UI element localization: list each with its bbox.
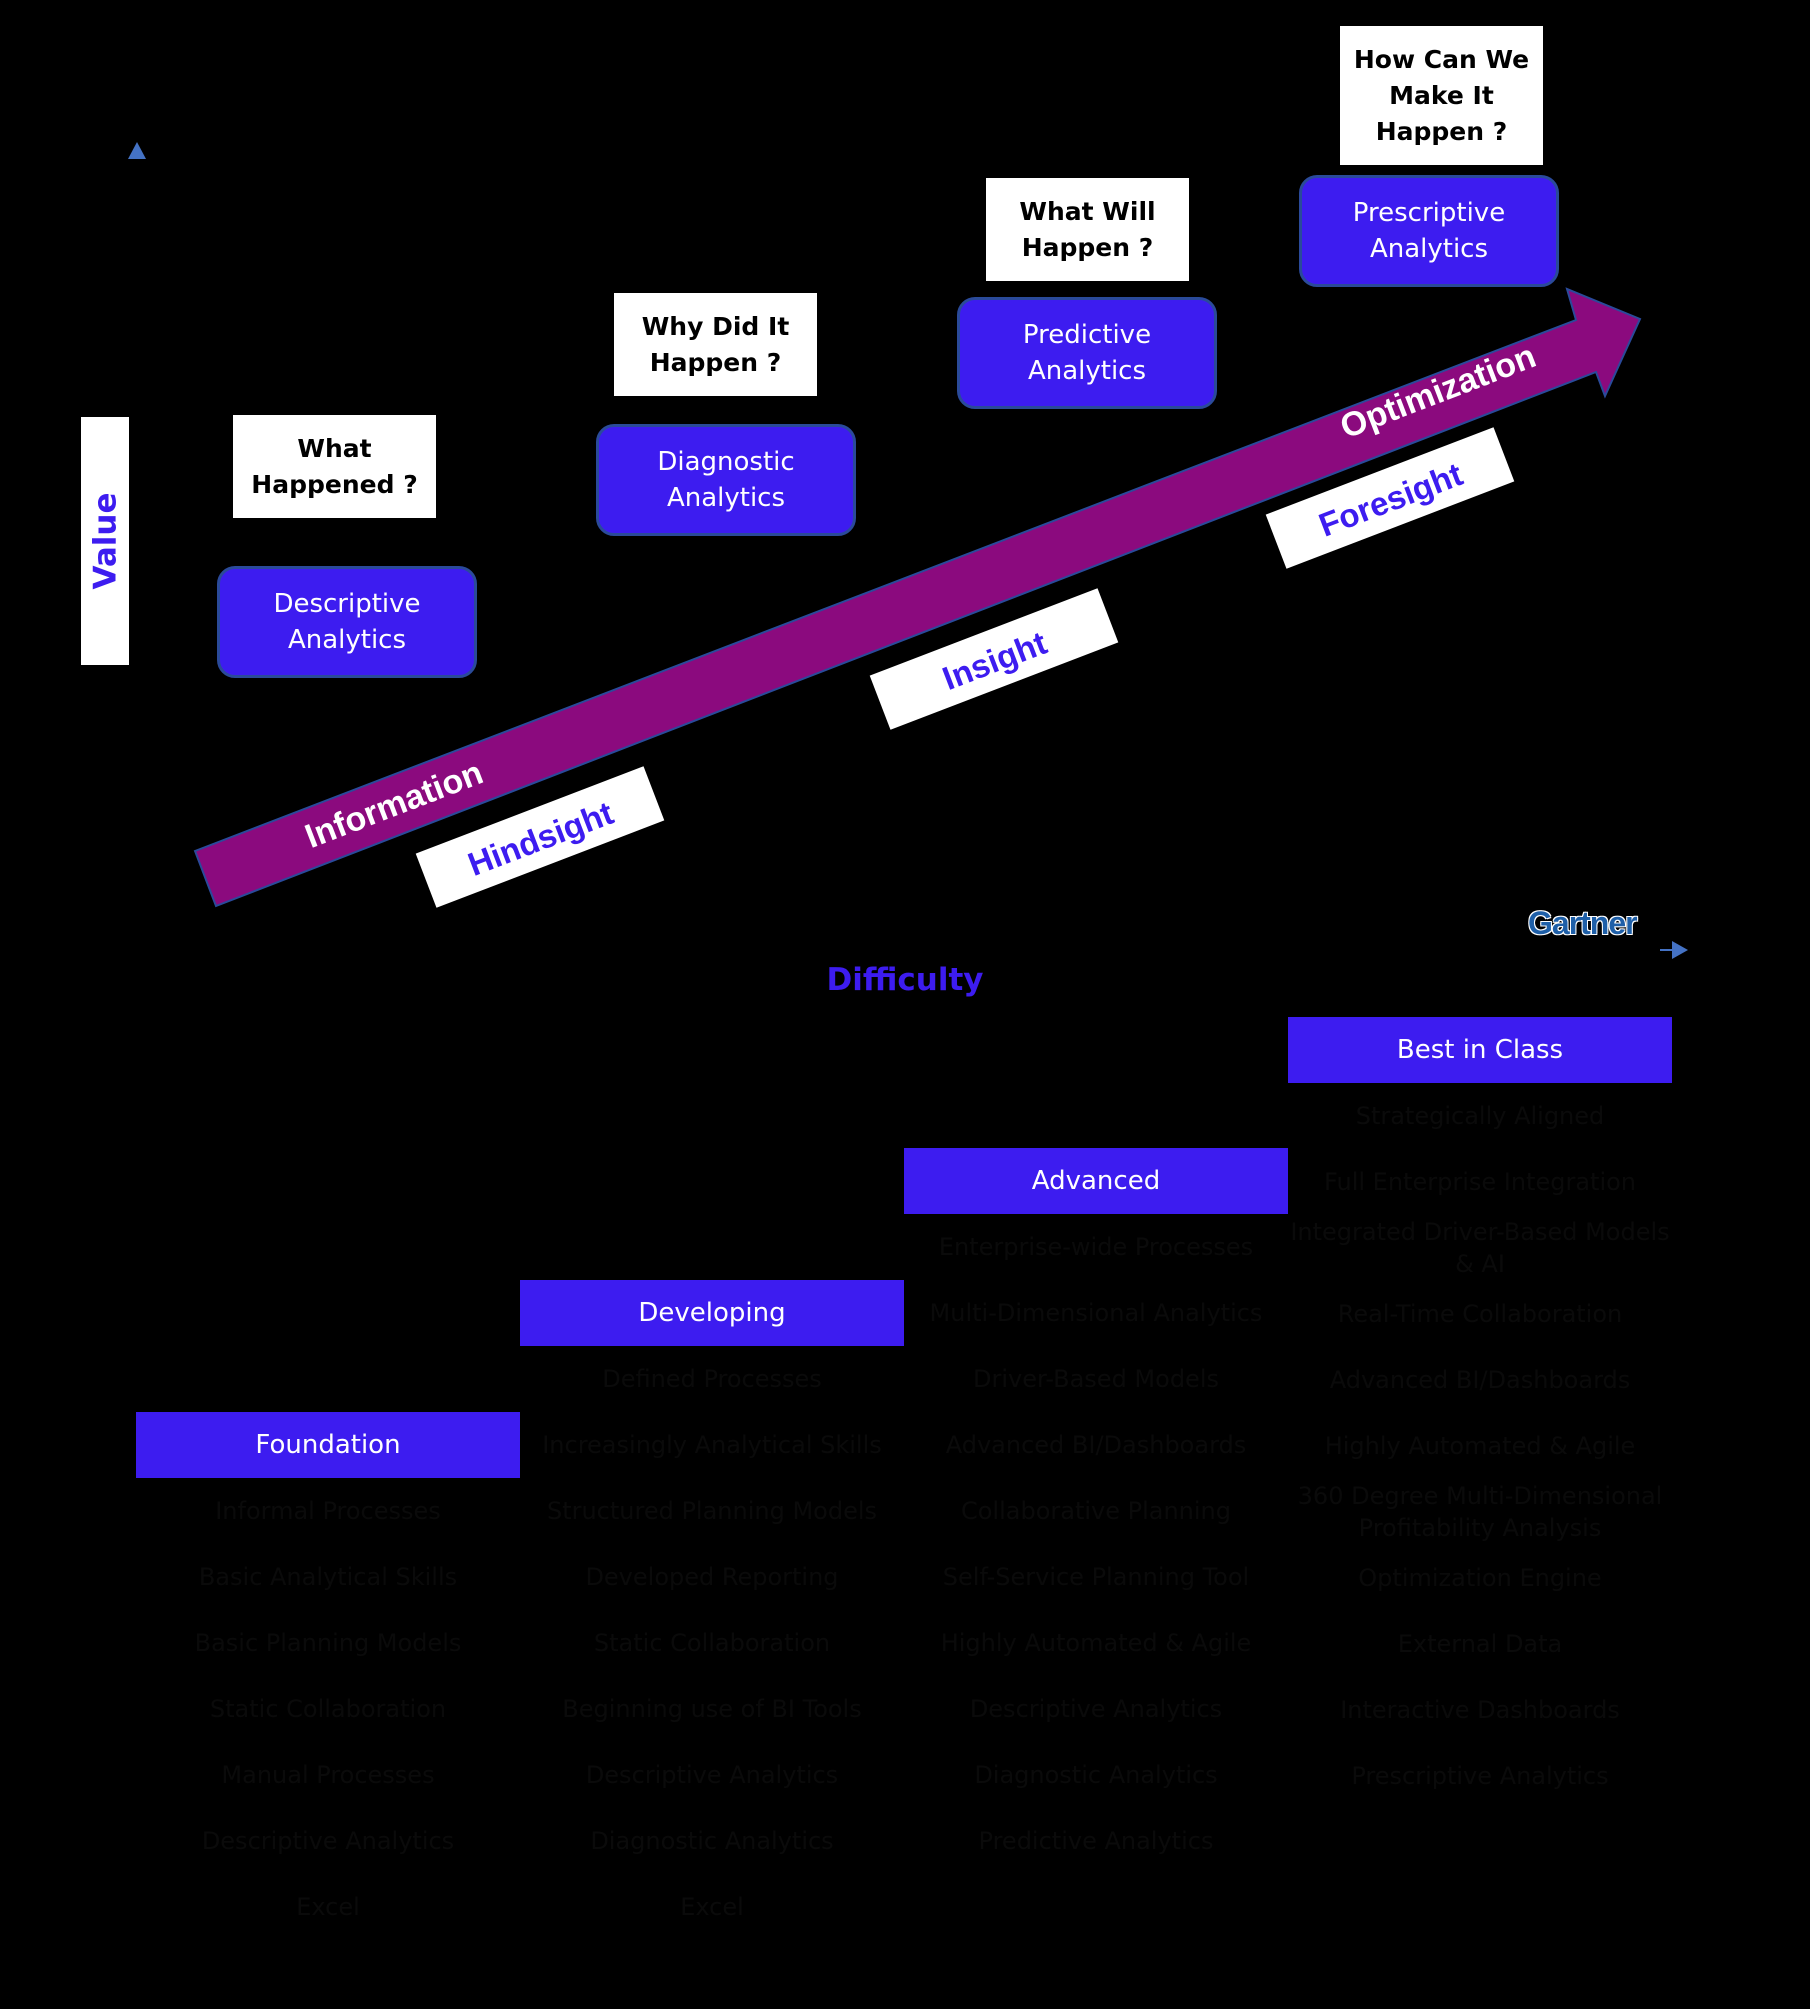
level-item: Optimization Engine — [1358, 1564, 1602, 1592]
level-header-advanced: Advanced — [904, 1148, 1288, 1214]
level-item: 360 Degree Multi-Dimensional Profitabili… — [1297, 1482, 1663, 1542]
stage-prescriptive-analytics: Prescriptive Analytics — [1299, 175, 1559, 287]
level-item: Excel — [680, 1893, 744, 1921]
y-axis-label: Value — [87, 492, 123, 590]
level-item: Basic Planning Models — [194, 1629, 462, 1657]
level-item: Diagnostic Analytics — [974, 1761, 1218, 1789]
level-item: Structured Planning Models — [546, 1497, 878, 1525]
level-item: Integrated Driver-Based Models & AI — [1290, 1218, 1670, 1278]
level-item: Defined Processes — [602, 1365, 822, 1393]
level-item: Self-Service Planning Tool — [942, 1563, 1250, 1591]
value-label-box — [81, 417, 129, 665]
stage-descriptive-analytics: Descriptive Analytics — [217, 566, 477, 678]
level-item: Highly Automated & Agile — [940, 1629, 1252, 1657]
growth-arrow — [193, 287, 1642, 908]
level-header-foundation: Foundation — [136, 1412, 520, 1478]
x-axis-label: Difficulty — [826, 962, 984, 998]
level-item: Full Enterprise Integration — [1324, 1168, 1636, 1196]
level-item: External Data — [1397, 1630, 1563, 1658]
level-item: Strategically Aligned — [1355, 1102, 1605, 1130]
level-item: Highly Automated & Agile — [1324, 1432, 1636, 1460]
level-item: Predictive Analytics — [978, 1827, 1214, 1855]
level-item: Informal Processes — [215, 1497, 441, 1525]
level-item: Basic Analytical Skills — [198, 1563, 458, 1591]
level-item: Increasingly Analytical Skills — [542, 1431, 882, 1459]
level-item: Manual Processes — [221, 1761, 435, 1789]
level-item: Collaborative Planning — [960, 1497, 1232, 1525]
level-item: Excel — [296, 1893, 360, 1921]
stage-predictive-analytics: Predictive Analytics — [957, 297, 1217, 409]
x-axis-arrowhead — [1672, 941, 1688, 959]
question-predictive: What Will Happen ? — [986, 178, 1189, 281]
level-header-best-in-class: Best in Class — [1288, 1017, 1672, 1083]
level-item: Descriptive Analytics — [201, 1827, 455, 1855]
level-item: Descriptive Analytics — [969, 1695, 1223, 1723]
level-item: Static Collaboration — [209, 1695, 447, 1723]
level-item: Beginning use of BI Tools — [562, 1695, 862, 1723]
level-item: Descriptive Analytics — [585, 1761, 839, 1789]
level-item: Driver-Based Models — [973, 1365, 1219, 1393]
level-item: Advanced BI/Dashboards — [945, 1431, 1247, 1459]
level-item: Static Collaboration — [593, 1629, 831, 1657]
level-item: Prescriptive Analytics — [1351, 1762, 1609, 1790]
level-item: Real-Time Collaboration — [1337, 1300, 1623, 1328]
level-item: Diagnostic Analytics — [590, 1827, 834, 1855]
gartner-logo: Gartner — [1528, 905, 1638, 941]
level-item: Developed Reporting — [585, 1563, 839, 1591]
level-item: Interactive Dashboards — [1340, 1696, 1620, 1724]
y-axis-arrowhead — [128, 142, 146, 159]
question-descriptive: What Happened ? — [233, 415, 436, 518]
level-item: Advanced BI/Dashboards — [1329, 1366, 1631, 1394]
question-prescriptive: How Can We Make It Happen ? — [1340, 26, 1543, 165]
level-item: Enterprise-wide Processes — [938, 1233, 1254, 1261]
level-item: Multi-Dimensional Analytics — [929, 1299, 1263, 1327]
level-header-developing: Developing — [520, 1280, 904, 1346]
question-diagnostic: Why Did It Happen ? — [614, 293, 817, 396]
stage-diagnostic-analytics: Diagnostic Analytics — [596, 424, 856, 536]
